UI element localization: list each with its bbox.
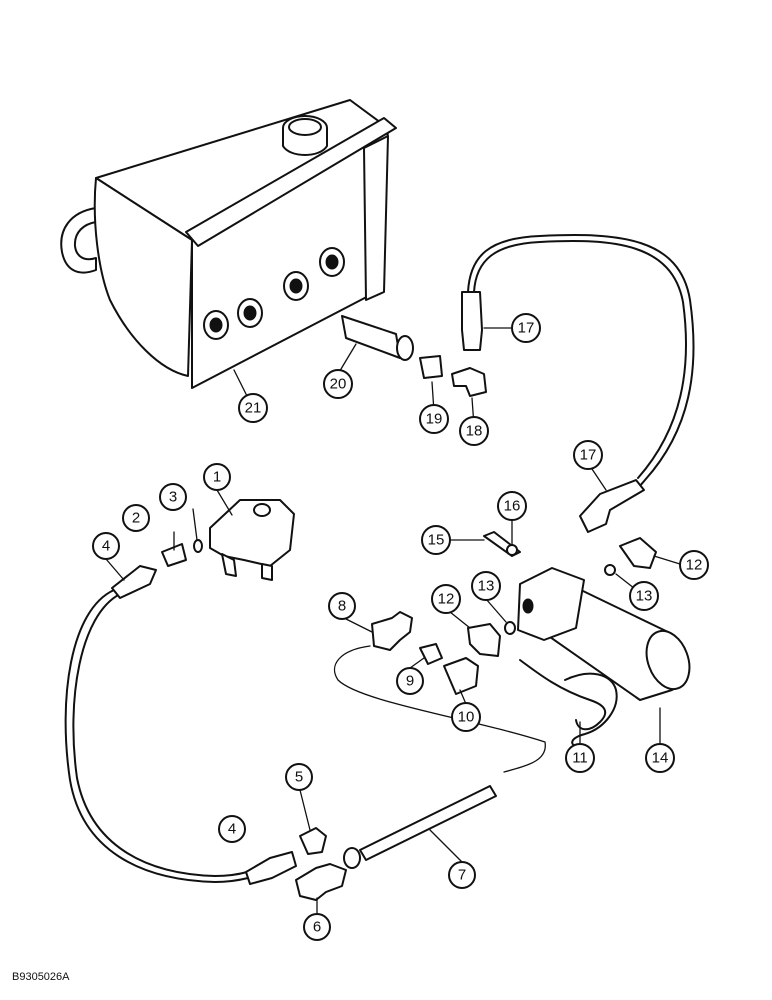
callout-7: 7: [448, 861, 476, 889]
callout-20: 20: [323, 369, 353, 399]
callout-12-lower: 12: [431, 584, 461, 614]
tube-thin-loop: [333, 645, 546, 773]
part-17-upper-fitting: [461, 291, 483, 351]
svg-text:7: 7: [458, 867, 466, 884]
part-4-lower-fitting: [245, 851, 297, 885]
callout-18: 18: [459, 416, 489, 446]
hose-tank-return: [467, 234, 695, 495]
svg-text:1: 1: [213, 469, 221, 486]
svg-text:13: 13: [478, 578, 495, 595]
svg-text:2: 2: [132, 510, 140, 527]
svg-text:6: 6: [313, 919, 321, 936]
center-fittings: [371, 611, 479, 695]
callout-16: 16: [497, 491, 527, 521]
svg-text:3: 3: [169, 489, 177, 506]
svg-text:12: 12: [686, 557, 703, 574]
part-9-nut: [419, 643, 443, 665]
callout-3: 3: [159, 483, 187, 511]
callout-10: 10: [451, 702, 481, 732]
callout-11: 11: [565, 743, 595, 773]
svg-text:13: 13: [636, 588, 653, 605]
callout-15: 15: [421, 525, 451, 555]
svg-text:14: 14: [652, 750, 669, 767]
svg-text:5: 5: [295, 769, 303, 786]
part-12-upper-elbow: [619, 537, 657, 569]
tank-fittings: [341, 291, 487, 397]
svg-text:8: 8: [338, 598, 346, 615]
callout-8: 8: [328, 592, 356, 620]
part-12-lower-elbow: [467, 623, 501, 657]
part-6-tee: [295, 863, 347, 901]
filter-assembly: [467, 479, 691, 701]
lower-fittings: [245, 827, 361, 901]
part-4-upper-fitting: [111, 565, 157, 599]
filter-head: [517, 567, 585, 641]
tube-11-loop: [564, 672, 618, 749]
callouts: 1 3 2 4 5 4 6 7 8 9 10 11 14 12 13 15 16…: [92, 313, 709, 941]
hose-lines: [64, 234, 695, 883]
tank-flange: [185, 117, 397, 247]
svg-text:10: 10: [458, 709, 475, 726]
hose-left-loop-inner: [72, 593, 248, 877]
svg-text:12: 12: [438, 591, 455, 608]
svg-text:19: 19: [426, 411, 443, 428]
callout-1: 1: [203, 463, 231, 491]
callout-14: 14: [645, 743, 675, 773]
part-18-elbow: [451, 367, 487, 397]
filler-cap-body: [282, 128, 328, 156]
svg-text:17: 17: [518, 320, 535, 337]
svg-text:9: 9: [406, 673, 414, 690]
tank-slant-face: [93, 177, 193, 377]
callout-5: 5: [285, 763, 313, 791]
callout-17-upper: 17: [511, 313, 541, 343]
tank-handle: [60, 207, 97, 274]
svg-text:15: 15: [428, 532, 445, 549]
drawing-reference: B9305026A: [12, 971, 70, 983]
part-10-fitting: [443, 657, 479, 695]
part-2-adapter: [161, 543, 187, 567]
part-8-tee: [371, 611, 413, 651]
callout-21: 21: [238, 393, 268, 423]
callout-17-lower: 17: [573, 440, 603, 470]
svg-text:18: 18: [466, 423, 483, 440]
callout-12-upper: 12: [679, 550, 709, 580]
tank-bracket: [363, 135, 389, 301]
part-3-o-ring: [193, 539, 203, 553]
part-13-o-ring-lower: [504, 621, 516, 635]
part-17-lower-elbow: [579, 479, 645, 533]
svg-text:16: 16: [504, 498, 521, 515]
svg-text:21: 21: [245, 400, 262, 417]
tank-ports: [203, 247, 345, 340]
part-13-o-ring-upper: [604, 564, 616, 576]
hose-tank-return-inner: [473, 240, 688, 479]
hydraulic-tank: [60, 99, 397, 389]
callout-4-upper: 4: [92, 532, 120, 560]
callout-4-lower: 4: [218, 815, 246, 843]
svg-text:4: 4: [228, 821, 236, 838]
part-1-valve-body: [209, 499, 295, 567]
callout-19: 19: [419, 404, 449, 434]
tube-11: [519, 659, 607, 731]
svg-text:11: 11: [572, 750, 588, 767]
callout-6: 6: [303, 913, 331, 941]
svg-text:20: 20: [330, 376, 347, 393]
callout-2: 2: [122, 504, 150, 532]
valve-assembly: [111, 499, 295, 599]
tube-7: [359, 785, 497, 861]
part-19-adapter: [419, 355, 443, 379]
svg-text:4: 4: [102, 538, 110, 555]
svg-text:17: 17: [580, 447, 597, 464]
callout-9: 9: [396, 667, 424, 695]
callout-13-lower: 13: [471, 571, 501, 601]
callout-13-upper: 13: [629, 581, 659, 611]
hose-left-loop: [64, 589, 249, 883]
filler-cap-top: [288, 118, 322, 136]
part-5-elbow: [299, 827, 327, 855]
part-16-washer: [506, 544, 518, 556]
